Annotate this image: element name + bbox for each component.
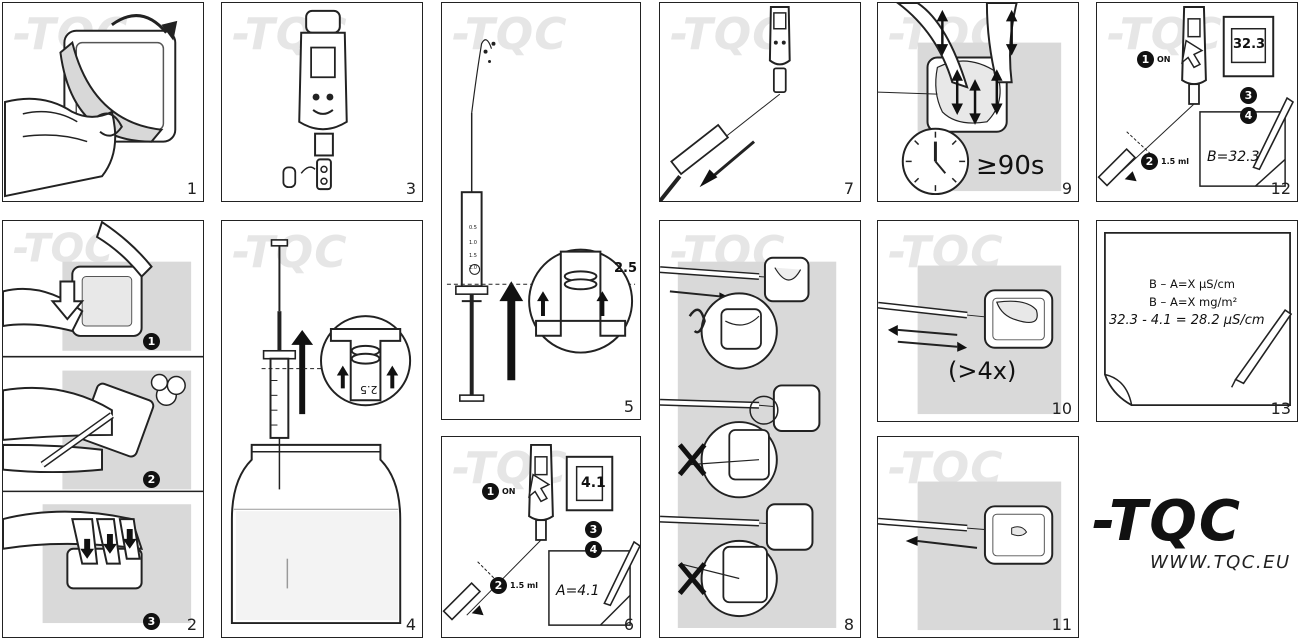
panel-6: -TQC 1 ON 4.1 3 4 2 1.5 ml A=4.1 6: [441, 436, 641, 638]
time-label: ≥90s: [976, 151, 1045, 181]
watermark: -TQC: [670, 9, 786, 60]
panel-10: -TQC (>4x) 10: [877, 220, 1079, 422]
watermark: -TQC: [232, 227, 348, 278]
panel-4: -TQC 2.5 4: [221, 220, 423, 638]
panel-1: -TQC 1: [2, 2, 204, 202]
panel-5: -TQC 0.5 1.0 1.5 2.0 2.5 5: [441, 2, 641, 420]
panel-number: 4: [405, 615, 416, 634]
panel-13: -TQC B – A=X µS/cm B – A=X mg/m² 32.3 - …: [1096, 220, 1298, 422]
step-badge: 3: [143, 613, 160, 630]
logo-wordmark: -TQC: [1092, 489, 1242, 554]
panel-number: 12: [1270, 179, 1291, 198]
step-badge: 2: [490, 577, 507, 594]
panel-number: 6: [623, 615, 634, 634]
panel-number: 3: [405, 179, 416, 198]
inject-patch-illustration: [660, 256, 837, 629]
step-badge: 1: [482, 483, 499, 500]
extract-solution-illustration: [878, 481, 1062, 631]
display-reading: 4.1: [581, 475, 606, 491]
panel-number: 11: [1051, 615, 1072, 634]
massage-patch-illustration: [878, 3, 1062, 196]
peel-backing-illustration: [4, 14, 178, 198]
repeat-label: (>4x): [948, 357, 1017, 385]
meter-remove-cap-illustration: [282, 9, 348, 191]
refill-syringe-illustration: [660, 5, 791, 201]
on-label: ON: [1157, 55, 1171, 64]
panel-number: 5: [623, 397, 634, 416]
measure-sample-illustration: [1097, 5, 1295, 187]
mark-label: 2.5: [614, 261, 638, 276]
watermark: -TQC: [452, 9, 568, 60]
panel-9: -TQC ≥90s 9: [877, 2, 1079, 202]
flush-patch-illustration: [878, 265, 1062, 415]
step-badge: 1: [1137, 51, 1154, 68]
panel-number: 2: [186, 615, 197, 634]
volume-label: 1.5 ml: [1161, 157, 1190, 166]
syringe-tick: 1.0: [469, 240, 477, 246]
apply-patch-illustration: -TQC: [3, 221, 203, 624]
step-badge: 4: [1240, 107, 1257, 124]
step-badge: 4: [585, 541, 602, 558]
calculation-note-illustration: [1104, 231, 1293, 407]
display-reading: 32.3: [1233, 37, 1266, 52]
on-label: ON: [502, 487, 516, 496]
measure-blank-illustration: [442, 443, 640, 626]
step-badge: 3: [1240, 87, 1257, 104]
draw-water-illustration: [230, 239, 412, 625]
panel-number: 1: [186, 179, 197, 198]
formula-line: B – A=X µS/cm: [1149, 277, 1236, 291]
panel-number: 9: [1061, 179, 1072, 198]
tqc-logo: -TQC WWW.TQC.EU: [1092, 494, 1292, 584]
panel-11: -TQC 11: [877, 436, 1079, 638]
syringe-tick: 0.5: [469, 225, 477, 231]
panel-number: 8: [843, 615, 854, 634]
website-url: WWW.TQC.EU: [1150, 552, 1291, 573]
syringe-tick: 2.0: [469, 265, 477, 271]
panel-7: -TQC 7: [659, 2, 861, 202]
panel-number: 7: [843, 179, 854, 198]
panel-3: -TQC 3: [221, 2, 423, 202]
step-badge: 2: [1141, 153, 1158, 170]
syringe-tick: 1.5: [469, 253, 477, 259]
panel-number: 10: [1051, 399, 1072, 418]
result-line: 32.3 - 4.1 = 28.2 µS/cm: [1109, 313, 1265, 328]
step-badge: 1: [143, 333, 160, 350]
step-badge: 2: [143, 471, 160, 488]
note-text: A=4.1: [556, 583, 600, 599]
panel-2: -TQC 1 2 3 2: [2, 220, 204, 638]
note-text: B=32.3: [1207, 149, 1260, 165]
formula-line: B – A=X mg/m²: [1149, 295, 1238, 309]
panel-number: 13: [1270, 399, 1291, 418]
panel-12: -TQC 1 ON 32.3 3 4 2 1.5 ml B=32.3 12: [1096, 2, 1298, 202]
panel-8: -TQC 8: [659, 220, 861, 638]
expel-air-illustration: [446, 39, 636, 402]
step-badge: 3: [585, 521, 602, 538]
mark-label: 2.5: [360, 383, 378, 396]
volume-label: 1.5 ml: [510, 581, 539, 590]
